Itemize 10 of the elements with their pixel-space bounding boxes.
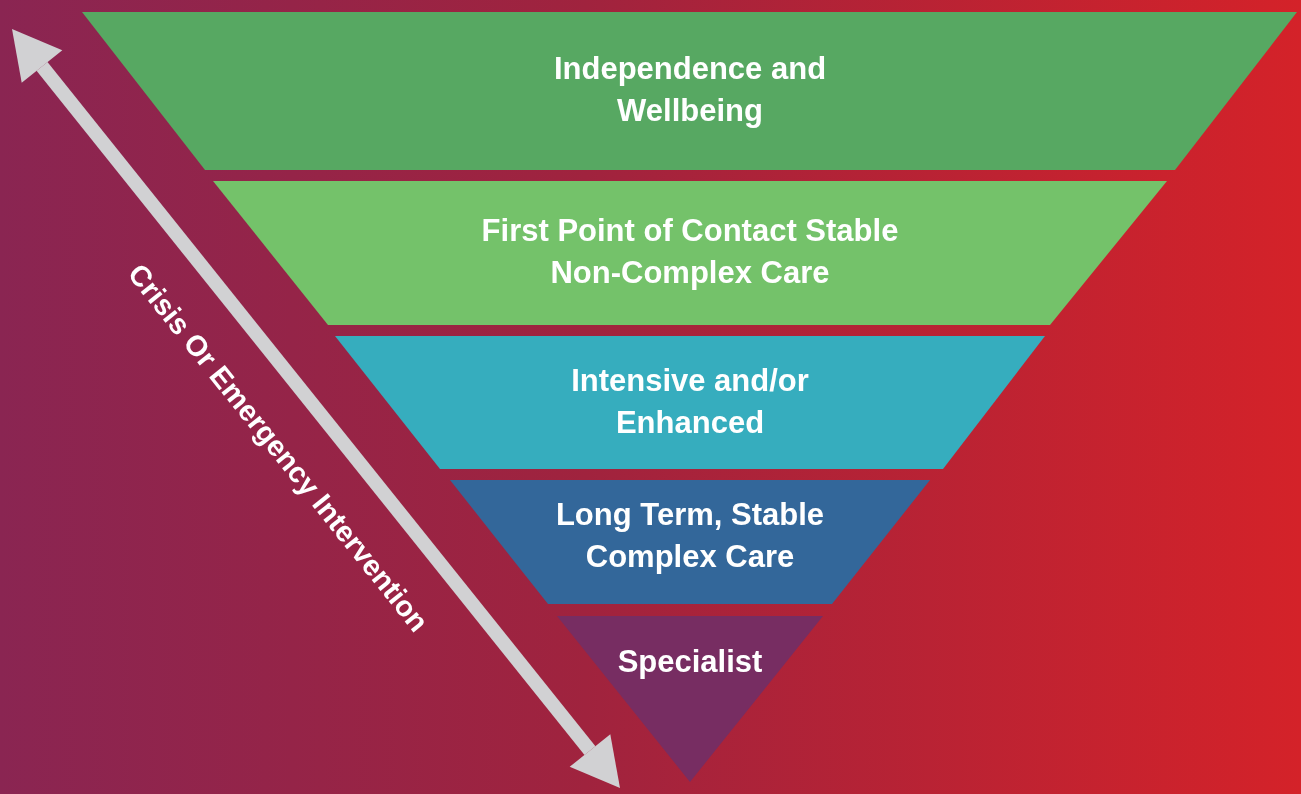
tier-label: Specialist <box>616 643 764 681</box>
tier-label: First Point of Contact Stable Non-Complex Care <box>480 212 900 292</box>
tier-label: Independence and Wellbeing <box>552 50 828 130</box>
tier-label: Intensive and/or Enhanced <box>570 362 810 442</box>
pyramid-tier <box>82 12 1297 170</box>
pyramid-tier <box>213 181 1167 325</box>
pyramid-tier <box>335 336 1045 469</box>
pyramid-tier <box>450 480 930 604</box>
tier-label: Long Term, Stable Complex Care <box>554 496 826 576</box>
pyramid-tier <box>557 616 823 782</box>
